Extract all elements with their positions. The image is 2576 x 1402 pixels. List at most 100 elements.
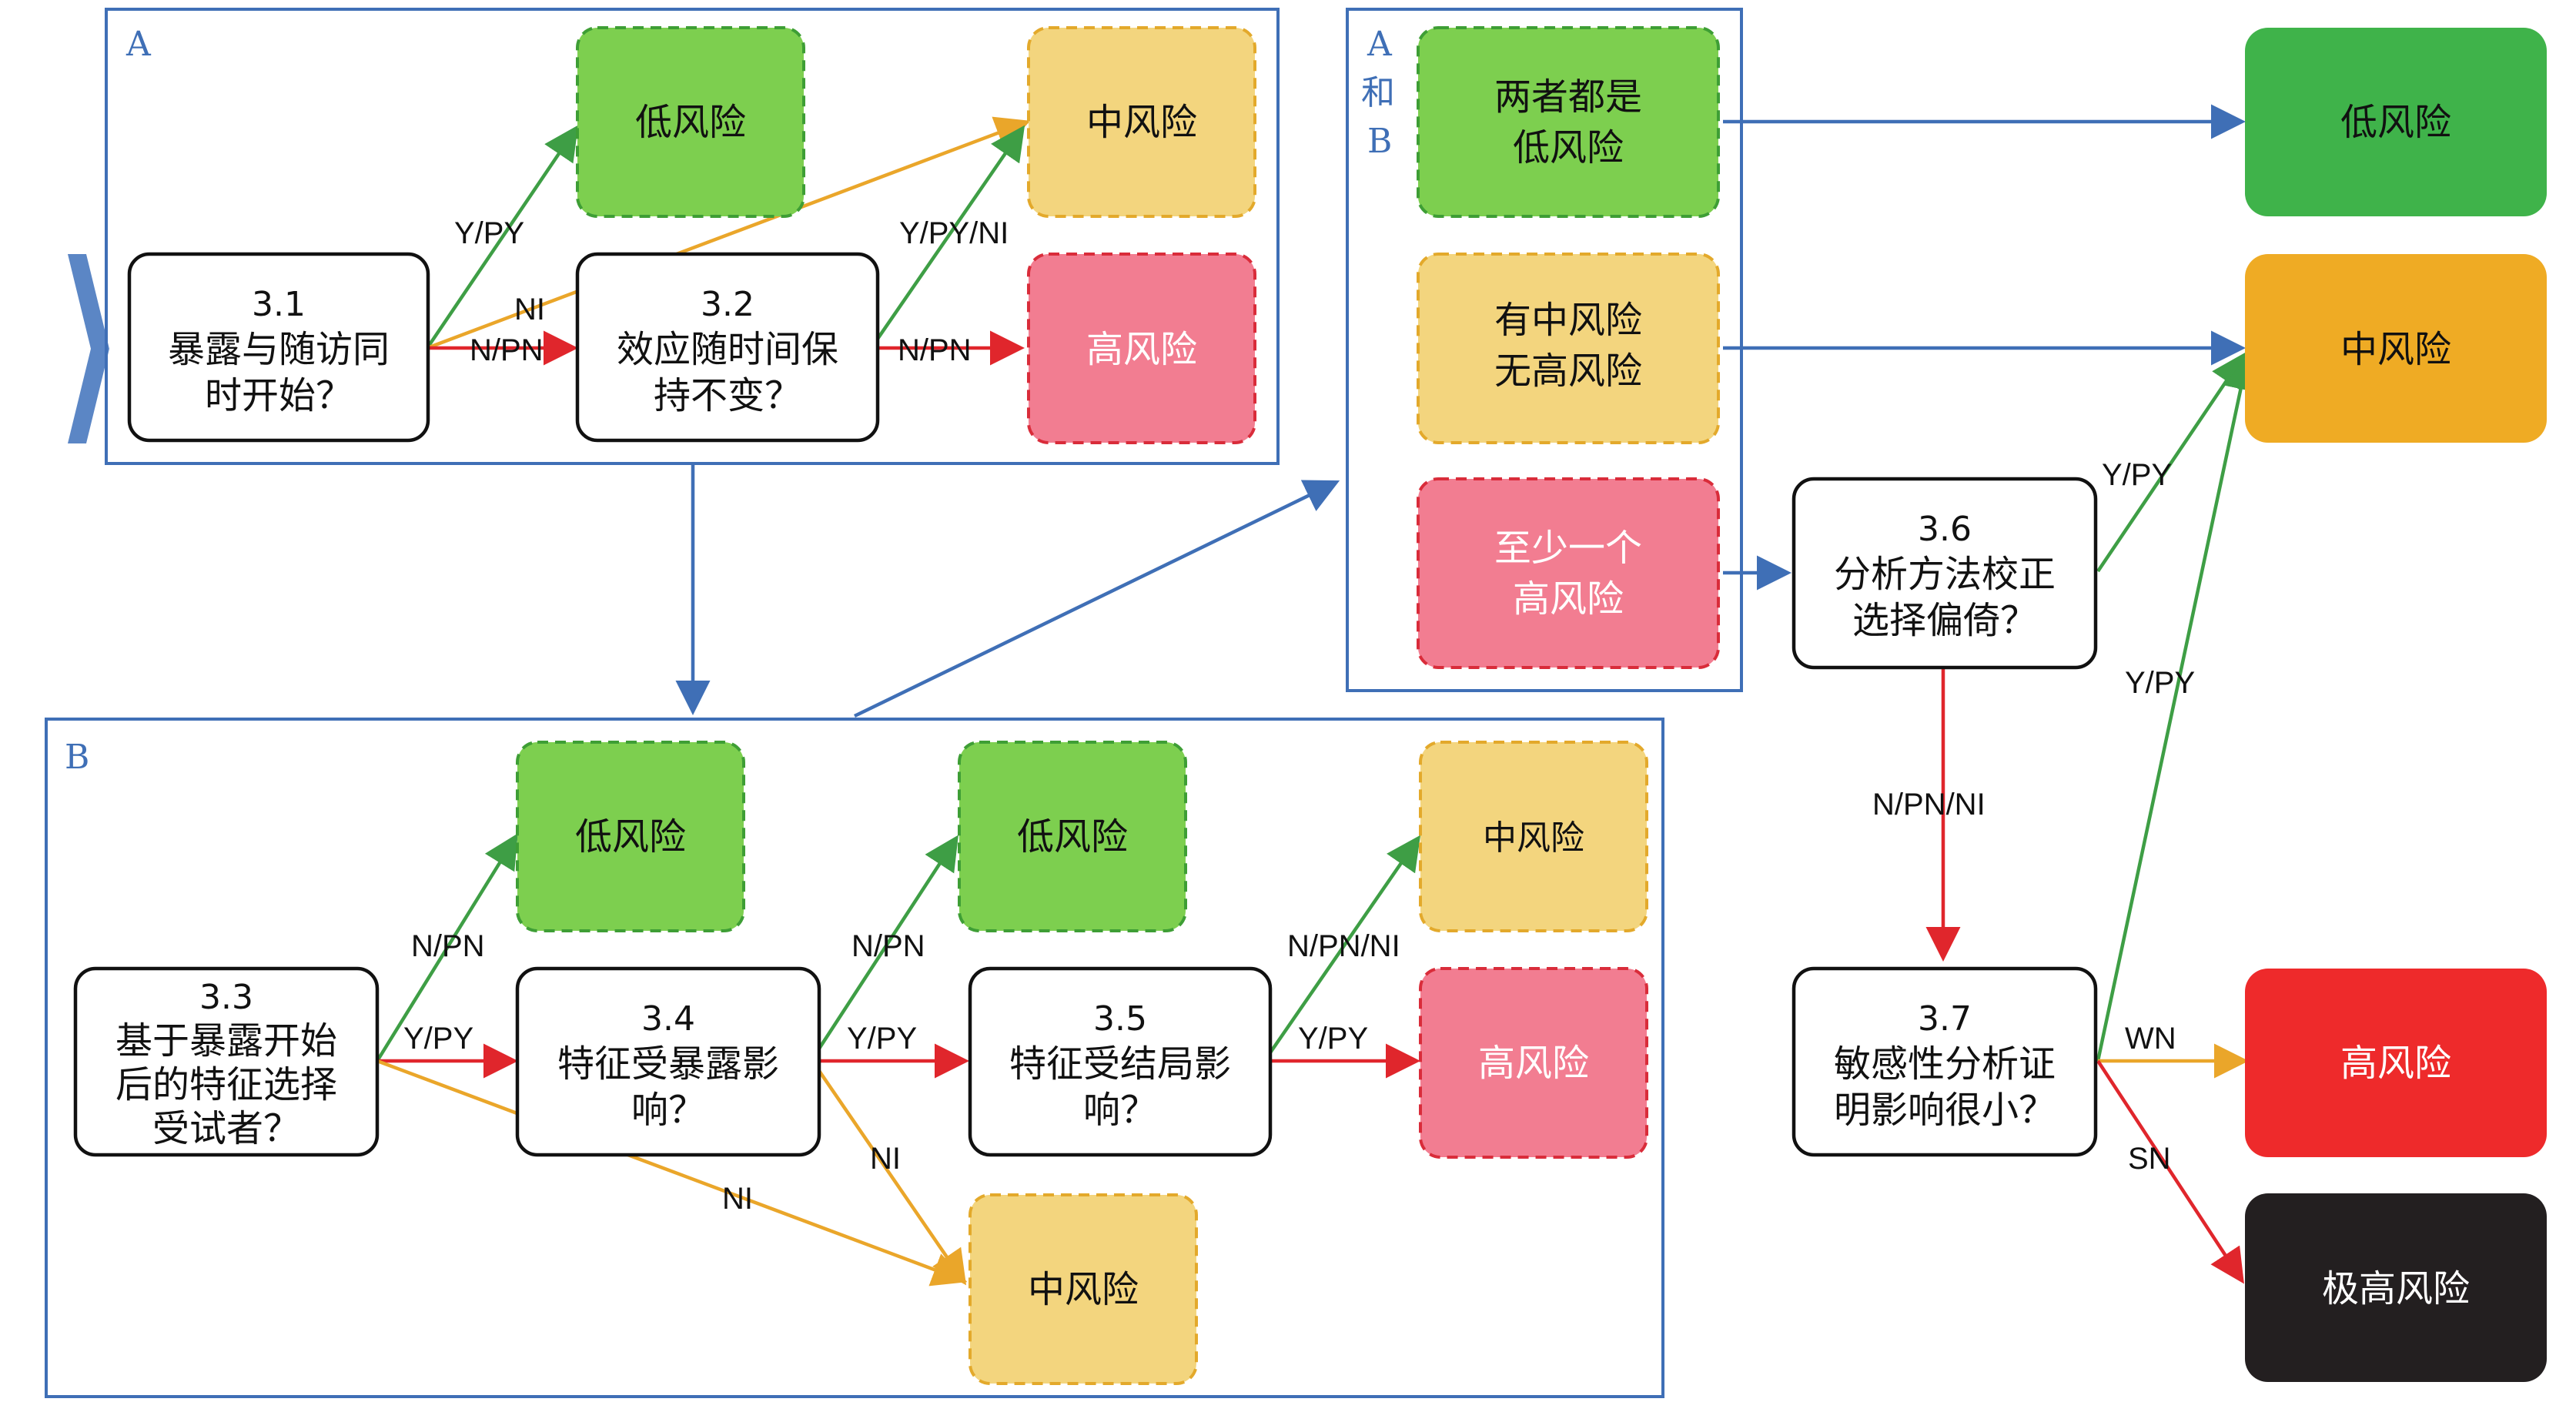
q31-line2: 时开始？ (205, 374, 353, 417)
b-mid-top-box (1419, 741, 1648, 932)
q32-box (575, 252, 880, 443)
ab-mid-no-high-box (1417, 253, 1720, 444)
ab-at-least-high-line1: 至少一个 (1494, 527, 1642, 570)
q32-number: 3.2 (701, 285, 754, 324)
label-q33-mid: NI (722, 1182, 753, 1216)
edge-q35-b-mid-top (1267, 835, 1421, 1056)
q36-box (1791, 477, 2098, 670)
q32-line2: 持不变？ (654, 374, 801, 417)
q35-number: 3.5 (1093, 999, 1147, 1039)
label-q36-q37: N/PN/NI (1872, 788, 1986, 821)
ab-at-least-high-line2: 高风险 (1513, 577, 1624, 621)
final-low-label: 低风险 (2340, 101, 2451, 144)
q33-line1: 基于暴露开始 (115, 1019, 337, 1062)
frame-b (45, 718, 1664, 1398)
q31-box (127, 252, 430, 443)
q37-line1: 敏感性分析证 (1834, 1042, 2056, 1086)
b-low2-box (958, 741, 1187, 932)
b-mid-bottom-box (969, 1193, 1198, 1385)
entry-chevron-icon (68, 254, 109, 443)
a-high-risk-label: 高风险 (1086, 328, 1197, 371)
ab-at-least-high-box (1417, 477, 1720, 669)
q34-line2: 响？ (631, 1089, 705, 1132)
a-mid-risk-label: 中风险 (1086, 101, 1197, 144)
a-low-risk-label: 低风险 (635, 101, 746, 144)
label-q33-q34: Y/PY (403, 1022, 473, 1056)
b-high-box (1419, 967, 1648, 1159)
edge-q37-final-very-high (2096, 1059, 2244, 1284)
b-mid-top-label: 中风险 (1483, 818, 1584, 858)
q33-number: 3.3 (199, 978, 253, 1017)
q37-box (1791, 966, 2098, 1157)
a-high-risk-box (1027, 253, 1256, 444)
final-very-high-box (2245, 1193, 2547, 1382)
edge-q36-final-mid (2096, 352, 2246, 573)
q36-number: 3.6 (1918, 510, 1972, 549)
label-q31-low: Y/PY (454, 216, 524, 250)
a-mid-risk-box (1027, 26, 1256, 218)
final-very-high-label: 极高风险 (2322, 1267, 2470, 1310)
q37-number: 3.7 (1918, 999, 1972, 1039)
ab-both-low-line1: 两者都是 (1494, 75, 1642, 119)
q35-line1: 特征受结局影 (1009, 1042, 1231, 1086)
q33-box (73, 966, 380, 1157)
q36-line1: 分析方法校正 (1834, 553, 2056, 596)
ab-both-low-line2: 低风险 (1513, 126, 1624, 169)
frame-ab-label-line2: 和 (1361, 73, 1395, 112)
q33-line2: 后的特征选择 (115, 1063, 337, 1106)
label-q31-mid: NI (514, 293, 545, 326)
label-q32-mid: Y/PY/NI (899, 216, 1009, 250)
edge-q34-b-low2 (816, 835, 958, 1052)
q36-line2: 选择偏倚？ (1852, 599, 2037, 642)
label-q36-mid: Y/PY (2102, 458, 2172, 492)
frame-a (105, 8, 1280, 465)
label-q31-q32: N/PN (470, 333, 544, 367)
q33-line3: 受试者？ (152, 1107, 300, 1150)
label-q34-q35: Y/PY (847, 1022, 917, 1056)
label-q34-mid: NI (870, 1142, 901, 1176)
final-mid-box (2245, 254, 2547, 443)
frame-ab-label-line1: A (1367, 25, 1393, 64)
b-low1-box (516, 741, 745, 932)
label-q35-mid: N/PN/NI (1287, 929, 1400, 963)
label-q34-low: N/PN (851, 929, 925, 963)
edge-frame-b-to-ab (854, 480, 1340, 718)
frame-ab (1346, 8, 1743, 692)
label-q37-vhigh: SN (2128, 1142, 2171, 1176)
q37-line2: 明影响很小？ (1834, 1089, 2056, 1132)
label-q35-high: Y/PY (1298, 1022, 1368, 1056)
edge-q34-b-mid-bottom (816, 1067, 967, 1286)
edge-q32-a-mid (876, 125, 1025, 340)
q35-line2: 响？ (1083, 1089, 1157, 1132)
b-mid-bottom-label: 中风险 (1028, 1268, 1139, 1311)
label-q37-high: WN (2125, 1022, 2176, 1056)
edge-q31-a-low (426, 125, 579, 350)
frame-a-label: A (125, 25, 152, 64)
label-q32-high: N/PN (898, 333, 972, 367)
edge-q33-b-low1 (376, 833, 518, 1062)
b-high-label: 高风险 (1478, 1042, 1589, 1085)
q31-line1: 暴露与随访同 (168, 328, 390, 371)
q34-number: 3.4 (641, 999, 695, 1039)
label-q33-low: N/PN (411, 929, 485, 963)
q34-line1: 特征受暴露影 (557, 1042, 779, 1086)
b-low1-label: 低风险 (575, 815, 686, 858)
frame-ab-label-line3: B (1367, 122, 1392, 161)
edge-q33-b-mid-bottom (376, 1059, 968, 1287)
a-low-risk-box (576, 26, 805, 218)
frame-b-label: B (65, 738, 89, 777)
edge-q37-final-mid (2096, 355, 2258, 1062)
q32-line1: 效应随时间保 (617, 328, 838, 371)
b-low2-label: 低风险 (1017, 815, 1128, 858)
final-mid-label: 中风险 (2340, 328, 2451, 371)
final-high-label: 高风险 (2340, 1042, 2451, 1085)
q35-box (968, 966, 1273, 1157)
edge-q31-a-mid (427, 116, 1031, 350)
q34-box (515, 966, 821, 1157)
final-high-box (2245, 969, 2547, 1157)
label-q37-mid: Y/PY (2125, 666, 2195, 700)
ab-mid-no-high-line1: 有中风险 (1494, 299, 1642, 342)
ab-both-low-box (1417, 26, 1720, 218)
final-low-box (2245, 28, 2547, 216)
